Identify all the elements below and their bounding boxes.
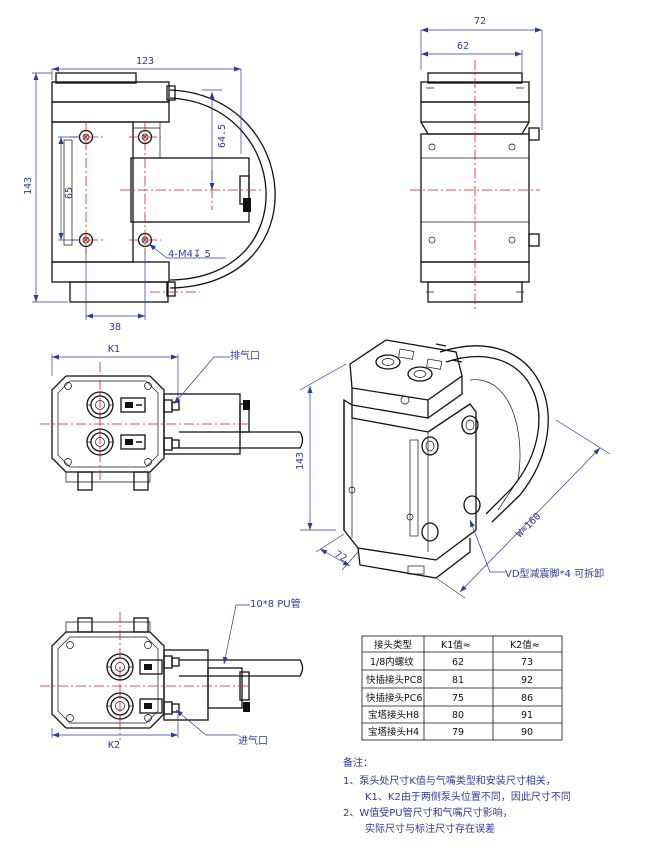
table-cell: 73 <box>521 657 533 668</box>
note-line-4: 实际尺寸与标注尺寸存在误差 <box>365 822 495 835</box>
table-cell: 快插接头PC8 <box>366 674 422 686</box>
dim-iso-depth: 72 <box>333 549 349 565</box>
isometric-view: 143 72 W≈160 VD型减震脚*4 可拆卸 <box>295 339 611 599</box>
dim-offset-64-5: 64.5 <box>217 124 228 148</box>
table-header-type: 接头类型 <box>374 639 413 651</box>
dim-side-width: 72 <box>474 16 486 27</box>
table-cell: 91 <box>521 710 533 721</box>
note-line-3: 2、W值受PU管尺寸和气嘴尺寸影响， <box>343 806 513 819</box>
note-line-1: 1、泵头处尺寸K值与气嘴类型和安装尺寸相关， <box>343 774 556 787</box>
dim-top-width: 123 <box>136 56 154 67</box>
front-view-k2: K2 10*8 PU管 进气口 <box>40 597 304 751</box>
table-cell: 80 <box>452 710 464 721</box>
dim-height: 143 <box>23 177 34 195</box>
label-exhaust: 排气口 <box>230 349 260 362</box>
dim-hole-spacing-v: 65 <box>64 187 75 199</box>
notes-title: 备注： <box>343 756 373 769</box>
table-header-k2: K2值≈ <box>510 639 540 651</box>
dim-k1: K1 <box>108 344 120 355</box>
table-cell: 79 <box>452 727 464 738</box>
notes: 备注： 1、泵头处尺寸K值与气嘴类型和安装尺寸相关， K1、K2由于两侧泵头位置… <box>343 756 571 835</box>
dim-iso-width: W≈160 <box>514 511 543 540</box>
thread-callout: 4-M4↧ 5 <box>168 249 211 260</box>
top-view: 123 143 65 64.5 38 4-M4↧ 5 <box>23 56 276 333</box>
table-cell: 81 <box>452 675 464 686</box>
side-view: 72 62 <box>410 16 543 310</box>
table-cell: 92 <box>521 675 533 686</box>
dim-side-inner: 62 <box>457 41 469 52</box>
front-view-k1: K1 排气口 <box>40 344 304 491</box>
table-cell: 86 <box>521 693 533 704</box>
dim-iso-height: 143 <box>295 452 306 470</box>
table-cell: 快插接头PC6 <box>366 692 422 704</box>
label-intake: 进气口 <box>238 734 268 747</box>
label-tube: 10*8 PU管 <box>250 597 301 610</box>
table-cell: 90 <box>521 727 533 738</box>
table-cell: 宝塔接头H4 <box>368 726 419 738</box>
dim-k2: K2 <box>108 740 120 751</box>
table-cell: 75 <box>452 693 464 704</box>
table-cell: 宝塔接头H8 <box>368 709 419 721</box>
connector-table: 接头类型 K1值≈ K2值≈ 1/8内螺纹 62 73 快插接头PC8 81 9… <box>361 635 563 741</box>
dim-hole-spacing-h: 38 <box>109 322 121 333</box>
table-cell: 1/8内螺纹 <box>370 656 414 668</box>
table-header-k1: K1值≈ <box>441 639 471 651</box>
table-cell: 62 <box>452 657 464 668</box>
note-line-2: K1、K2由于两侧泵头位置不同，因此尺寸不同 <box>365 790 571 803</box>
label-feet: VD型减震脚*4 可拆卸 <box>505 567 604 580</box>
